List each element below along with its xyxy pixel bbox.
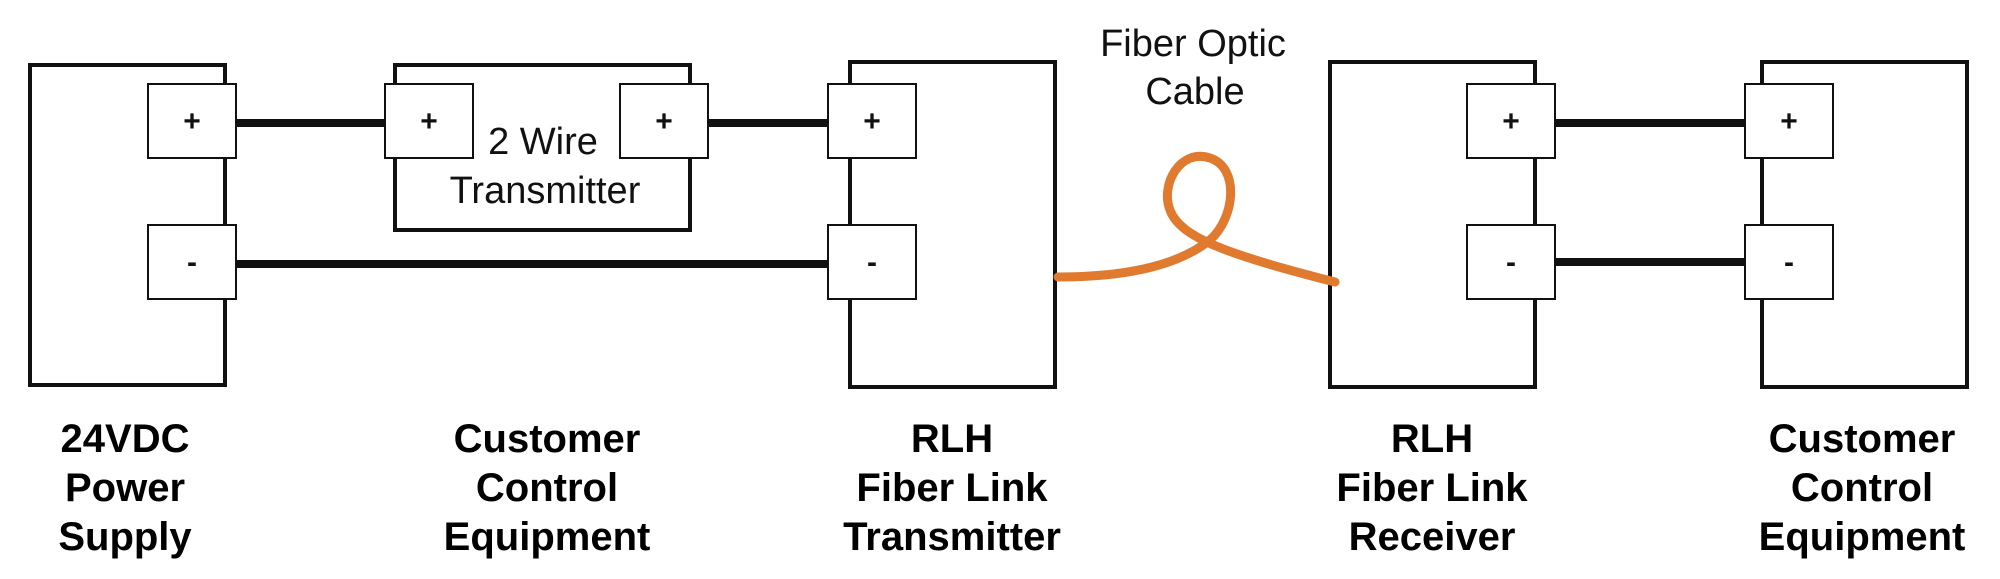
label-power-supply: 24VDC Power Supply	[58, 417, 192, 559]
customer-right-plus-terminal: +	[1744, 83, 1834, 159]
minus-symbol: -	[187, 246, 197, 279]
label-line: RLH	[911, 417, 993, 461]
label-line: Power	[65, 466, 185, 510]
label-line: Transmitter	[843, 515, 1061, 559]
fiber-optic-cable	[1053, 151, 1340, 287]
label-line: Equipment	[1759, 515, 1966, 559]
label-line: Receiver	[1349, 515, 1516, 559]
label-line: Equipment	[444, 515, 651, 559]
ps-minus-terminal: -	[147, 224, 237, 300]
rlh-transmitter-minus-terminal: -	[827, 224, 917, 300]
plus-symbol: +	[420, 105, 438, 138]
plus-symbol: +	[1502, 105, 1520, 138]
label-rlh-transmitter: RLH Fiber Link Transmitter	[843, 417, 1061, 559]
fiber-cable-label-line2: Cable	[1145, 71, 1244, 113]
label-line: Customer	[1769, 417, 1956, 461]
label-line: 24VDC	[61, 417, 190, 461]
minus-symbol: -	[1506, 246, 1516, 279]
plus-symbol: +	[183, 105, 201, 138]
plus-symbol: +	[863, 105, 881, 138]
label-rlh-receiver: RLH Fiber Link Receiver	[1336, 417, 1528, 559]
label-line: Control	[476, 466, 618, 510]
label-customer-control-right: Customer Control Equipment	[1759, 417, 1966, 559]
fiber-cable-label-line1: Fiber Optic	[1100, 23, 1286, 65]
label-customer-control-left: Customer Control Equipment	[444, 417, 651, 559]
label-line: Control	[1791, 466, 1933, 510]
plus-symbol: +	[1780, 105, 1798, 138]
plus-symbol: +	[655, 105, 673, 138]
transmitter-label-line1: 2 Wire	[488, 121, 598, 163]
transmitter-right-plus-terminal: +	[619, 83, 709, 159]
transmitter-label-line2: Transmitter	[450, 170, 641, 212]
rlh-transmitter-plus-terminal: +	[827, 83, 917, 159]
transmitter-left-plus-terminal: +	[384, 83, 474, 159]
ps-plus-terminal: +	[147, 83, 237, 159]
label-line: Customer	[454, 417, 641, 461]
label-line: RLH	[1391, 417, 1473, 461]
rlh-receiver-plus-terminal: +	[1466, 83, 1556, 159]
minus-symbol: -	[867, 246, 877, 279]
label-line: Supply	[58, 515, 192, 559]
customer-right-minus-terminal: -	[1744, 224, 1834, 300]
label-line: Fiber Link	[856, 466, 1048, 510]
rlh-receiver-minus-terminal: -	[1466, 224, 1556, 300]
label-line: Fiber Link	[1336, 466, 1528, 510]
minus-symbol: -	[1784, 246, 1794, 279]
